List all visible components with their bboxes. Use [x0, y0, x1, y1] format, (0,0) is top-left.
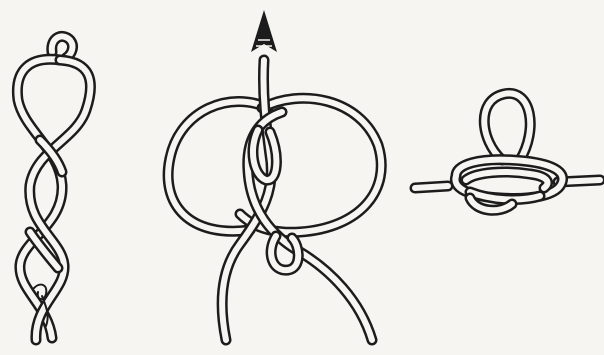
knot-with-arrow-icon [168, 10, 381, 340]
finished-knot-icon [415, 93, 600, 210]
twisted-loop-icon [17, 36, 90, 340]
arrow-up-icon [251, 10, 277, 52]
